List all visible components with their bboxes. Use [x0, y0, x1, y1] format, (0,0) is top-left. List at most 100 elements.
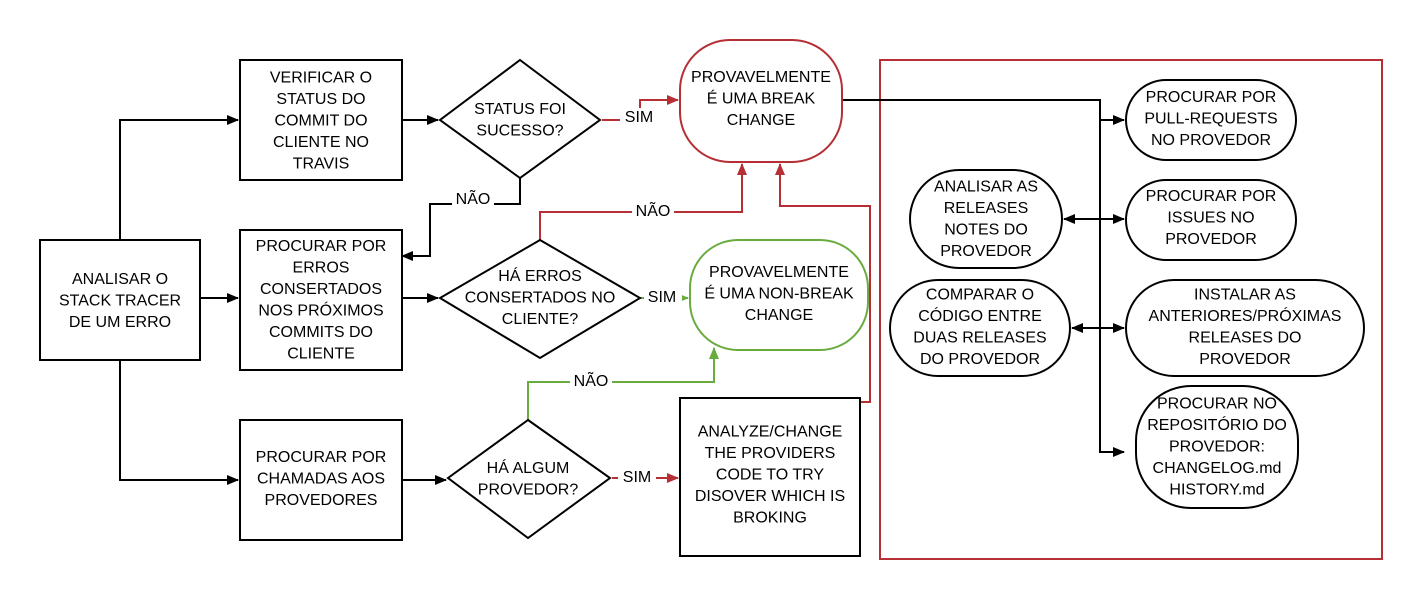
node-label-line: CONSERTADOS	[260, 281, 382, 298]
node-label-line: NO PROVEDOR	[1151, 132, 1271, 149]
node-analisar-releases-label: ANALISAR AS RELEASES NOTES DO PROVEDOR	[934, 178, 1038, 260]
node-label-line: HÁ ALGUM	[487, 458, 570, 477]
node-status-foi-sucesso[interactable]	[438, 58, 602, 180]
node-label-line: ANALISAR AS	[934, 178, 1038, 195]
node-procurar-chamadas[interactable]	[239, 419, 403, 541]
node-break-change[interactable]	[679, 39, 843, 163]
node-procurar-repositorio[interactable]	[1135, 385, 1299, 509]
node-label-line: VERIFICAR O	[270, 70, 372, 87]
node-procurar-pull-requests-label: PROCURAR POR PULL-REQUESTS NO PROVEDOR	[1144, 89, 1277, 149]
node-label-line: RELEASES	[944, 200, 1028, 217]
node-label-line: CÓDIGO ENTRE	[918, 306, 1042, 325]
node-label-line: COMMITS DO	[269, 324, 373, 341]
label-status-sim: SIM	[625, 109, 653, 126]
edge-analisar-to-verificar	[119, 115, 239, 240]
label-status-nao: NÃO	[456, 188, 491, 208]
node-ha-algum-provedor-label: HÁ ALGUM PROVEDOR?	[478, 458, 579, 499]
edge-status-nao	[401, 178, 521, 261]
node-instalar-releases-label: INSTALAR AS ANTERIORES/PRÓXIMAS RELEASES D…	[1149, 286, 1342, 368]
node-label-line: CLIENTE	[287, 345, 355, 362]
edge-trunk	[1099, 120, 1125, 457]
node-label-line: CHAMADAS AOS	[257, 471, 385, 488]
node-label-line: PROVEDOR:	[1169, 439, 1265, 456]
node-procurar-issues[interactable]	[1125, 179, 1297, 261]
node-ha-erros-label: HÁ ERROS CONSERTADOS NO CLIENTE?	[465, 266, 616, 328]
edge-break-to-group	[842, 99, 1125, 125]
node-label-line: CHANGE	[727, 112, 795, 129]
node-label-line: ANALYZE/CHANGE	[698, 424, 843, 441]
node-label-line: CLIENTE?	[502, 311, 579, 328]
node-non-break-change-label: PROVAVELMENTE É UMA NON-BREAK CHANGE	[704, 264, 854, 324]
node-label-line: PROVEDORES	[265, 492, 378, 509]
node-label-line: DUAS RELEASES	[913, 329, 1046, 346]
node-non-break-change[interactable]	[689, 239, 869, 351]
edges-black	[119, 99, 1125, 485]
node-procurar-chamadas-label: PROCURAR POR CHAMADAS AOS PROVEDORES	[256, 449, 387, 509]
node-label-line: PROVEDOR	[940, 243, 1032, 260]
node-analisar-stack[interactable]	[39, 239, 201, 361]
node-comparar-codigo[interactable]	[889, 279, 1071, 377]
edge-analyze-to-break	[775, 163, 871, 403]
node-procurar-erros-label: PROCURAR POR ERROS CONSERTADOS NOS PRÓXIMOS…	[256, 238, 387, 363]
node-label-line: ERROS	[293, 259, 350, 276]
node-label-line: PROVAVELMENTE	[709, 264, 849, 281]
node-label-line: SUCESSO?	[476, 122, 563, 139]
node-ha-erros[interactable]	[438, 238, 642, 360]
node-instalar-releases[interactable]	[1125, 279, 1365, 377]
node-label-line: CONSERTADOS NO	[465, 290, 616, 307]
node-label-line: CODE TO TRY	[716, 467, 825, 484]
node-label-line: NOTES DO	[944, 221, 1028, 238]
node-analyze-change[interactable]	[679, 397, 861, 557]
node-label-line: THE PROVIDERS	[705, 445, 836, 462]
node-label-line: STATUS FOI	[474, 101, 566, 118]
node-procurar-pull-requests[interactable]	[1125, 79, 1297, 161]
node-label-line: REPOSITÓRIO DO	[1147, 415, 1287, 434]
node-label-line: PROVEDOR	[1165, 231, 1257, 248]
node-label-line: PROCURAR NO	[1157, 396, 1277, 413]
edge-labels: SIM NÃO NÃO SIM NÃO SIM	[452, 108, 682, 488]
node-label-line: É UMA BREAK	[707, 89, 816, 108]
label-provedor-sim: SIM	[623, 469, 651, 486]
provider-analysis-frame	[879, 59, 1383, 560]
node-label-line: PROCURAR POR	[256, 238, 387, 255]
node-label-line: COMPARAR O	[926, 286, 1034, 303]
node-label-line: HÁ ERROS	[498, 266, 582, 285]
node-label-line: PROVEDOR	[1199, 351, 1291, 368]
node-label-line: PROVEDOR?	[478, 481, 579, 498]
node-label-line: ANALISAR O	[72, 271, 168, 288]
node-analisar-stack-label: ANALISAR O STACK TRACER DE UM ERRO	[59, 271, 181, 331]
node-label-line: NOS PRÓXIMOS	[258, 300, 383, 319]
node-status-foi-sucesso-label: STATUS FOI SUCESSO?	[474, 101, 566, 140]
node-label-line: PROCURAR POR	[256, 449, 387, 466]
node-label-line: CHANGE	[745, 307, 813, 324]
node-label-line: PROCURAR POR	[1146, 89, 1277, 106]
node-label-line: PULL-REQUESTS	[1144, 111, 1277, 128]
node-verificar-status[interactable]	[239, 59, 403, 181]
node-label-line: INSTALAR AS	[1194, 286, 1296, 303]
node-label-line: É UMA NON-BREAK	[704, 284, 854, 303]
node-label-line: ISSUES NO	[1167, 210, 1254, 227]
node-label-line: ANTERIORES/PRÓXIMAS	[1149, 306, 1342, 325]
node-label-line: COMMIT DO	[274, 113, 367, 130]
node-label-line: DE UM ERRO	[69, 314, 171, 331]
node-label-line: STATUS DO	[276, 91, 365, 108]
node-label-line: DISOVER WHICH IS	[695, 488, 845, 505]
node-analyze-change-label: ANALYZE/CHANGE THE PROVIDERS CODE TO TRY DI…	[695, 424, 845, 527]
label-provedor-nao: NÃO	[574, 370, 609, 390]
node-break-change-label: PROVAVELMENTE É UMA BREAK CHANGE	[691, 69, 831, 129]
node-label-line: PROVAVELMENTE	[691, 69, 831, 86]
label-erros-nao: NÃO	[636, 200, 671, 220]
node-procurar-erros[interactable]	[239, 229, 403, 371]
node-label-line: HISTORY.md	[1169, 482, 1264, 499]
node-analisar-releases[interactable]	[909, 169, 1063, 269]
edge-analisar-to-procurar-chamadas	[119, 360, 239, 485]
node-ha-algum-provedor[interactable]	[446, 418, 612, 540]
node-label-line: STACK TRACER	[59, 293, 181, 310]
node-label-line: RELEASES DO	[1189, 329, 1302, 346]
node-label-line: CLIENTE NO	[273, 134, 369, 151]
